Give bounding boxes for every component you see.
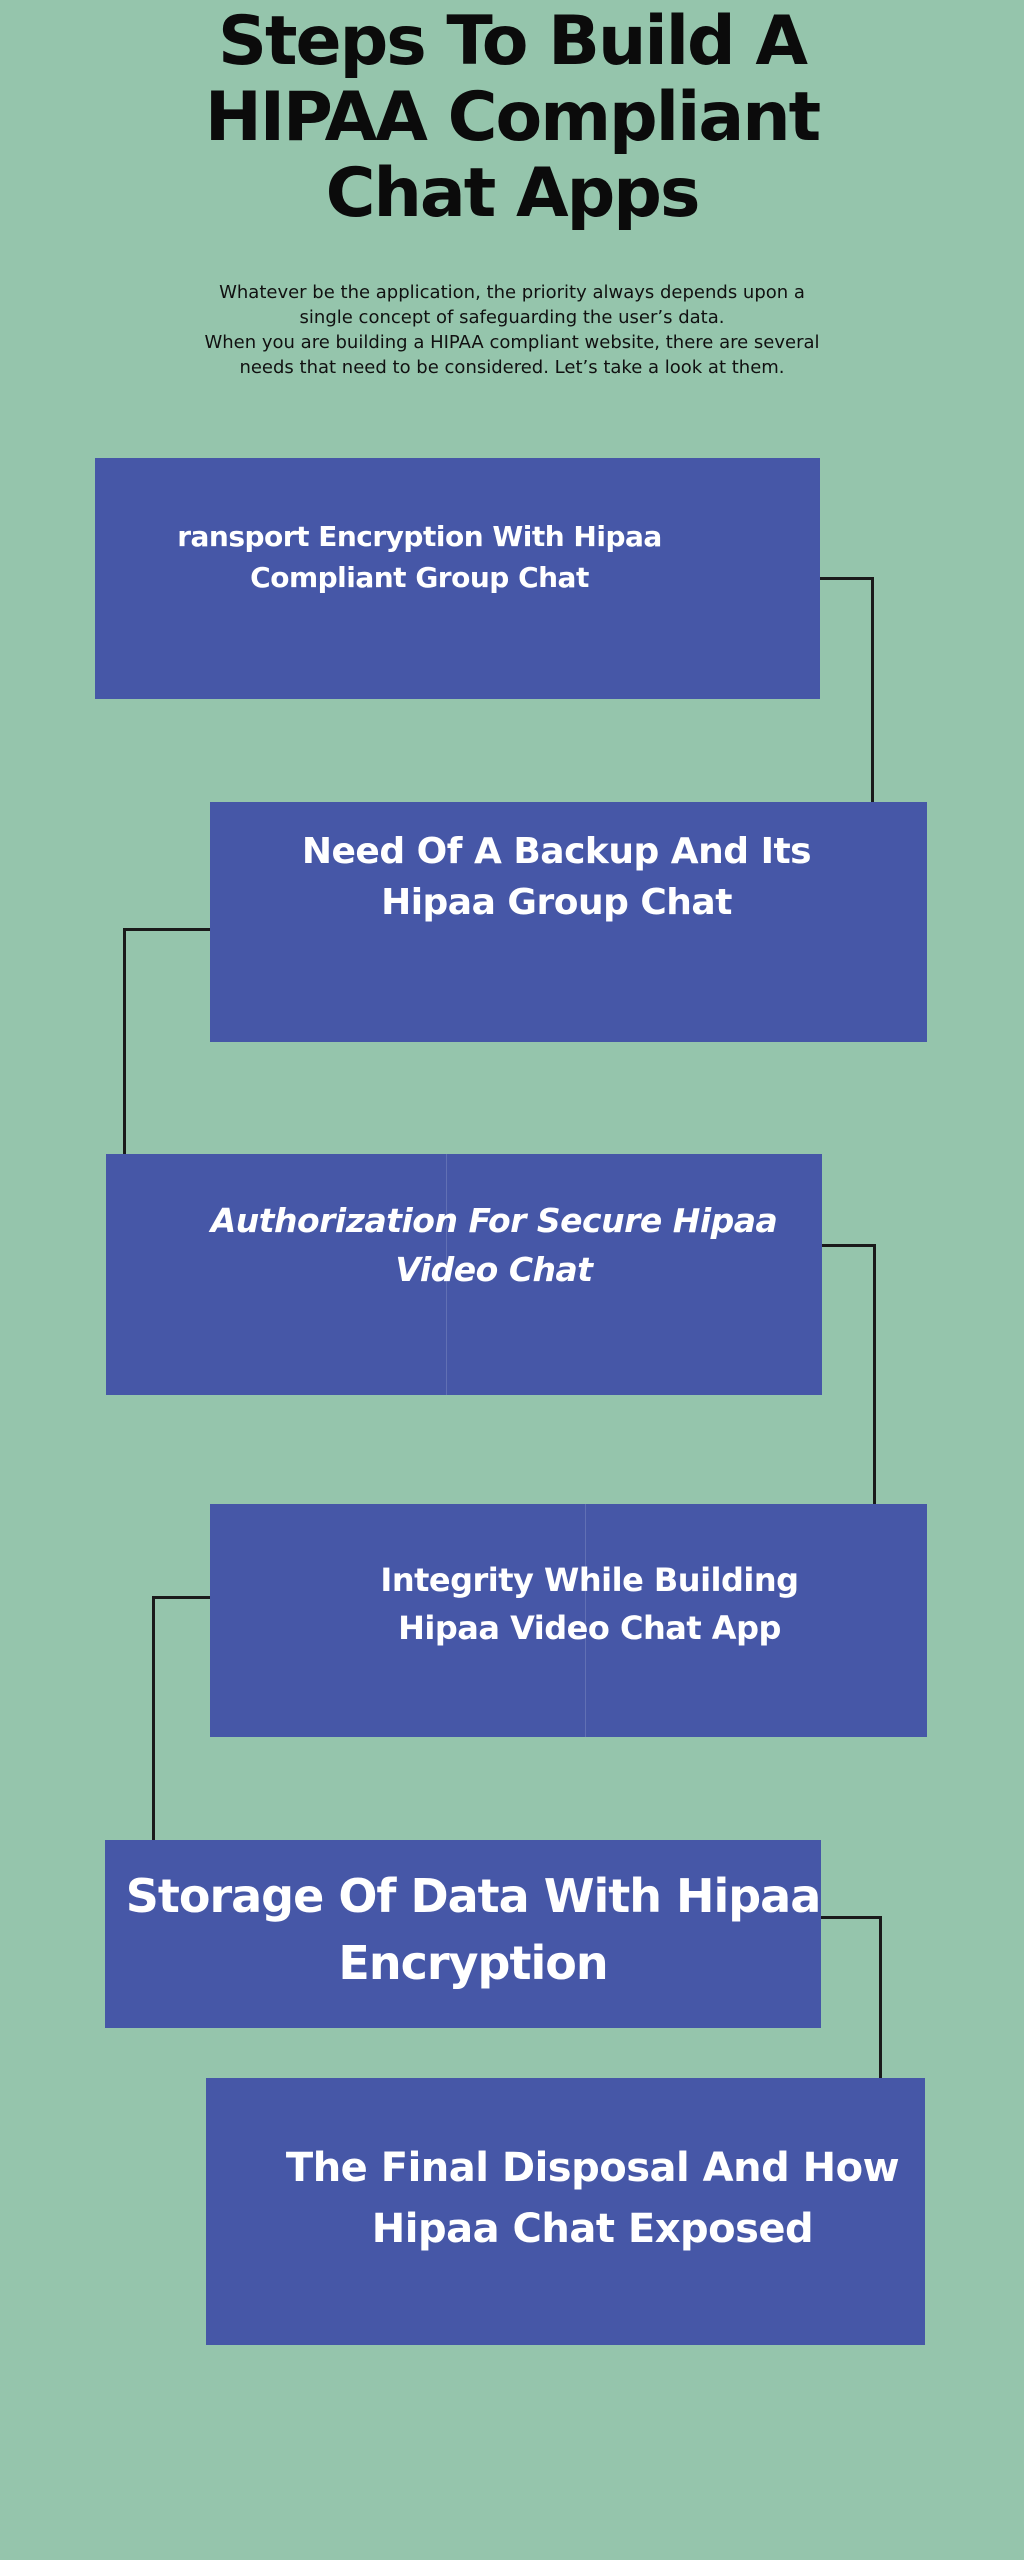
- page-title: Steps To Build A HIPAA Compliant Chat Ap…: [0, 4, 1024, 232]
- step-box-2: Need Of A Backup And Its Hipaa Group Cha…: [210, 802, 927, 1042]
- connector-4-to-5: [152, 1596, 211, 1599]
- step-label-line: Hipaa Group Chat: [381, 882, 732, 923]
- step-label-line: Authorization For Secure Hipaa: [210, 1201, 778, 1240]
- step-label-line: Integrity While Building: [380, 1561, 799, 1599]
- step-label-line: Need Of A Backup And Its: [301, 831, 812, 872]
- connector-1-to-2: [820, 577, 874, 580]
- connector-1-to-2-vertical: [871, 577, 874, 802]
- box-seam: [446, 1154, 447, 1395]
- title-line: Steps To Build A: [217, 2, 808, 81]
- step-box-6: The Final Disposal And How Hipaa Chat Ex…: [206, 2078, 925, 2345]
- title-line: HIPAA Compliant: [204, 78, 821, 157]
- title-line: Chat Apps: [325, 154, 701, 233]
- intro-line: Whatever be the application, the priorit…: [219, 282, 805, 303]
- step-label-line: Hipaa Chat Exposed: [371, 2206, 814, 2252]
- connector-5-to-6-vertical: [879, 1916, 882, 2078]
- step-label: ransport Encryption With Hipaa Compliant…: [57, 516, 782, 598]
- step-label-line: ransport Encryption With Hipaa: [177, 520, 662, 553]
- step-label-line: Compliant Group Chat: [250, 561, 589, 594]
- step-box-4: Integrity While Building Hipaa Video Cha…: [210, 1504, 927, 1737]
- step-label: Integrity While Building Hipaa Video Cha…: [231, 1556, 948, 1652]
- step-box-5: Storage Of Data With Hipaa Encryption: [105, 1840, 821, 2028]
- intro-line: needs that need to be considered. Let’s …: [239, 357, 785, 378]
- step-label: Storage Of Data With Hipaa Encryption: [115, 1863, 831, 1997]
- step-label: Authorization For Secure Hipaa Video Cha…: [136, 1196, 852, 1294]
- step-box-3: Authorization For Secure Hipaa Video Cha…: [106, 1154, 822, 1395]
- step-label-line: The Final Disposal And How: [285, 2145, 900, 2191]
- box-seam: [585, 1504, 586, 1737]
- connector-3-to-4-vertical: [873, 1244, 876, 1504]
- connector-4-to-5-vertical: [152, 1596, 155, 1840]
- connector-2-to-3: [123, 928, 211, 931]
- connector-5-to-6: [820, 1916, 882, 1919]
- intro-line: When you are building a HIPAA compliant …: [204, 332, 820, 353]
- step-label-line: Hipaa Video Chat App: [398, 1609, 781, 1647]
- step-label: Need Of A Backup And Its Hipaa Group Cha…: [198, 826, 915, 928]
- intro-paragraph: Whatever be the application, the priorit…: [200, 280, 824, 380]
- connector-2-to-3-vertical: [123, 928, 126, 1154]
- step-label: The Final Disposal And How Hipaa Chat Ex…: [233, 2138, 952, 2260]
- step-label-line: Encryption: [338, 1936, 608, 1990]
- step-label-line: Storage Of Data With Hipaa: [125, 1869, 822, 1923]
- step-label-line: Video Chat: [395, 1250, 593, 1289]
- connector-3-to-4: [821, 1244, 876, 1247]
- intro-line: single concept of safeguarding the user’…: [299, 307, 725, 328]
- step-box-1: ransport Encryption With Hipaa Compliant…: [95, 458, 820, 699]
